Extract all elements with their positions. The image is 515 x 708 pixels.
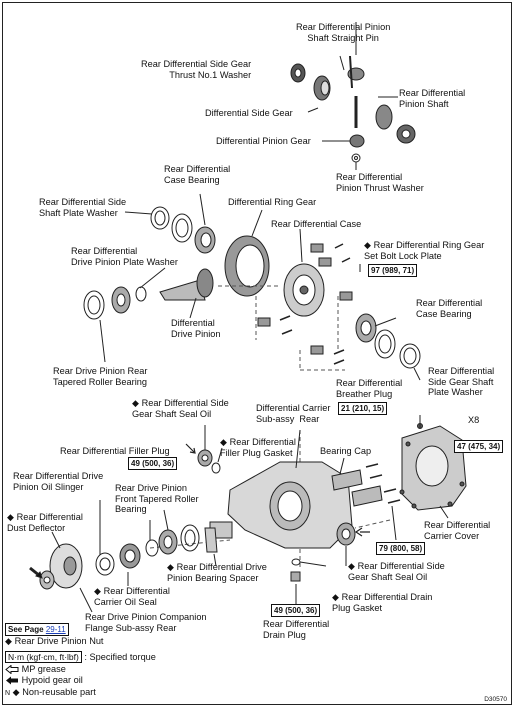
label-drive-pinion-plate-washer: Rear Differential Drive Pinion Plate Was… bbox=[71, 246, 178, 267]
side-gear-top-part bbox=[313, 75, 331, 101]
label-filler-plug: Rear Differential Filler Plug bbox=[60, 446, 170, 456]
label-carrier-sub-assy: Differential Carrier Sub-assy Rear bbox=[256, 403, 331, 424]
side-gear-right-part bbox=[375, 104, 416, 144]
carrier-housing-part bbox=[209, 461, 353, 549]
label-dust-deflector: ◆ Rear Differential Dust Deflector bbox=[7, 512, 83, 533]
pinion-nut-part bbox=[39, 570, 55, 590]
see-page-reference: See Page 29-11 bbox=[5, 623, 69, 636]
carrier-oil-seal-part bbox=[119, 543, 141, 569]
ring-gear-part bbox=[224, 235, 270, 297]
bearing-spacer-part bbox=[204, 527, 218, 553]
torque-lock-plate-bolt: 97 (989, 71) bbox=[368, 264, 418, 277]
tapered-roller-bearing-part bbox=[83, 286, 131, 320]
bearing-cap-part bbox=[331, 469, 383, 507]
diff-case-part bbox=[283, 263, 325, 317]
label-case-bearing-top: Rear Differential Case Bearing bbox=[164, 164, 231, 185]
label-oil-slinger: Rear Differential Drive Pinion Oil Sling… bbox=[13, 471, 104, 492]
legend-torque: N·m (kgf·cm, ft·lbf) : Specified torque bbox=[5, 651, 156, 663]
label-lock-plate: ◆ Rear Differential Ring Gear Set Bolt L… bbox=[364, 240, 485, 261]
filler-plug-part bbox=[197, 449, 213, 467]
drain-plug-part bbox=[290, 558, 301, 582]
label-diff-case: Rear Differential Case bbox=[271, 219, 362, 229]
dust-deflector-part bbox=[95, 552, 115, 576]
label-filler-plug-gasket: ◆ Rear Differential Filler Plug Gasket bbox=[220, 437, 296, 458]
label-pinion-thrust-washer: Rear Differential Pinion Thrust Washer bbox=[336, 172, 424, 193]
drive-pinion-part bbox=[159, 268, 214, 301]
side-gear-thrust-washer-part bbox=[290, 63, 306, 83]
case-bearing-gear-part bbox=[194, 226, 216, 254]
front-bearing-part bbox=[158, 524, 200, 555]
torque-drain-plug: 49 (500, 36) bbox=[271, 604, 321, 617]
n-mark: N bbox=[5, 690, 11, 697]
case-bearing-top-part bbox=[171, 213, 193, 243]
torque-breather: 21 (210, 15) bbox=[338, 402, 388, 415]
figure-code: D30570 bbox=[484, 696, 507, 703]
label-pinion-shaft-pin: Rear Differential Pinion Shaft Straight … bbox=[296, 22, 391, 43]
label-front-tapered-roller-bearing: Rear Drive Pinion Front Tapered Roller B… bbox=[115, 483, 199, 514]
label-tapered-roller-bearing: Rear Drive Pinion Rear Tapered Roller Be… bbox=[53, 366, 148, 387]
label-side-gear-shaft-plate-washer-right: Rear Differential Side Gear Shaft Plate … bbox=[428, 366, 495, 397]
solid-arrow-icon bbox=[6, 676, 18, 685]
case-bearing-right-part bbox=[355, 313, 421, 369]
label-bearing-spacer: ◆ Rear Differential Drive Pinion Bearing… bbox=[167, 562, 267, 583]
label-breather-plug: Rear Differential Breather Plug bbox=[336, 378, 403, 399]
legend-non-reusable: N ◆ Non-reusable part bbox=[5, 687, 96, 697]
side-shaft-plate-washer-part bbox=[150, 206, 170, 230]
label-carrier-oil-seal: ◆ Rear Differential Carrier Oil Seal bbox=[94, 586, 170, 607]
label-bearing-cap: Bearing Cap bbox=[320, 446, 372, 456]
torque-bearing-cap: 79 (800, 58) bbox=[376, 542, 426, 555]
label-side-gear-thrust-washer: Rear Differential Side Gear Thrust No.1 … bbox=[141, 59, 252, 80]
label-side-shaft-plate-washer-left: Rear Differential Side Shaft Plate Washe… bbox=[39, 197, 127, 218]
legend-mp-grease: MP grease bbox=[5, 664, 66, 675]
label-side-gear: Differential Side Gear bbox=[205, 108, 293, 118]
label-pinion-nut: ◆ Rear Drive Pinion Nut bbox=[5, 636, 104, 646]
drive-pinion-plate-washer-part bbox=[135, 286, 147, 302]
label-side-gear-shaft-seal-oil-top: ◆ Rear Differential Side Gear Shaft Seal… bbox=[132, 398, 229, 419]
label-pinion-shaft: Rear Differential Pinion Shaft bbox=[399, 88, 466, 109]
label-drive-pinion: Differential Drive Pinion bbox=[171, 318, 221, 339]
see-page-link[interactable]: 29-11 bbox=[45, 625, 66, 634]
label-drain-plug-gasket: ◆ Rear Differential Drain Plug Gasket bbox=[332, 592, 433, 613]
label-drain-plug: Rear Differential Drain Plug bbox=[263, 619, 330, 640]
pinion-gear-lower-part bbox=[349, 134, 365, 148]
side-gear-shaft-seal-oil-part bbox=[336, 522, 356, 546]
open-arrow-icon bbox=[5, 664, 19, 675]
legend-torque-unit: N·m (kgf·cm, ft·lbf) bbox=[5, 651, 82, 663]
pinion-thrust-washer-part bbox=[351, 153, 361, 163]
legend-torque-text: : Specified torque bbox=[84, 652, 156, 662]
torque-filler-plug: 49 (500, 36) bbox=[128, 457, 178, 470]
companion-flange-part bbox=[49, 543, 83, 589]
see-page-prefix: See Page bbox=[8, 625, 46, 634]
carrier-cover-part bbox=[401, 425, 467, 511]
label-x8: X8 bbox=[468, 415, 480, 425]
label-carrier-cover: Rear Differential Carrier Cover bbox=[424, 520, 491, 541]
filler-plug-gasket-part bbox=[211, 462, 221, 474]
label-side-gear-shaft-seal-oil-bottom: ◆ Rear Differential Side Gear Shaft Seal… bbox=[348, 561, 445, 582]
label-companion-flange: Rear Drive Pinion Companion Flange Sub-a… bbox=[85, 612, 207, 633]
label-case-bearing-right: Rear Differential Case Bearing bbox=[416, 298, 483, 319]
diamond-icon: ◆ bbox=[12, 687, 20, 697]
label-pinion-gear: Differential Pinion Gear bbox=[216, 136, 311, 146]
label-ring-gear: Differential Ring Gear bbox=[228, 197, 317, 207]
legend-hypoid-oil: Hypoid gear oil bbox=[5, 675, 83, 686]
oil-slinger-part bbox=[145, 539, 159, 557]
torque-cover-bolt: 47 (475, 34) bbox=[454, 440, 504, 453]
